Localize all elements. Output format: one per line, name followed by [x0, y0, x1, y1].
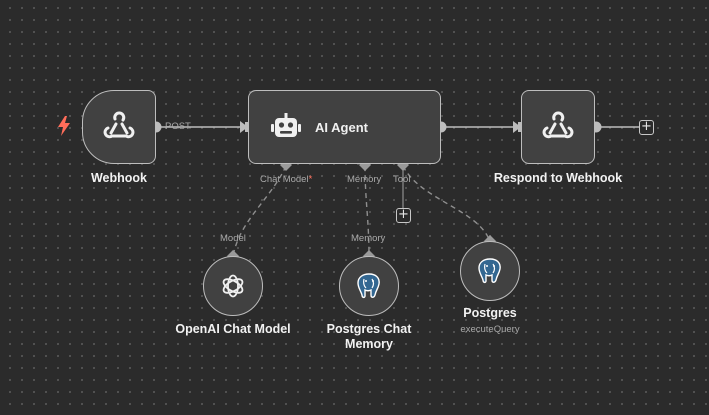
model-port-label: Model: [220, 233, 246, 244]
robot-icon: [271, 113, 301, 137]
postgres-icon: [357, 273, 380, 299]
openai-chat-model-node[interactable]: [203, 256, 263, 316]
post-connection-label: POST: [165, 121, 191, 132]
chat-model-port-label: Chat Model*: [260, 174, 313, 185]
ai-agent-node[interactable]: AI Agent: [248, 90, 441, 164]
webhook-icon: [542, 111, 574, 139]
webhook-node-label: Webhook: [90, 171, 148, 185]
ai-agent-title: AI Agent: [315, 119, 368, 135]
agent-input-handle: [245, 122, 249, 132]
webhook-icon: [103, 111, 135, 139]
memory-input-label: Memory: [351, 233, 386, 244]
memory-port-label: Memory: [347, 174, 382, 185]
postgres-icon: [478, 258, 501, 284]
respond-input-handle: [518, 122, 522, 132]
trigger-bolt-icon: [58, 116, 70, 136]
openai-node-label: OpenAI Chat Model: [175, 322, 291, 336]
agent-input-arrow: [240, 121, 248, 133]
respond-to-webhook-node[interactable]: [521, 90, 595, 164]
add-node-button[interactable]: +: [639, 120, 654, 135]
connection-memory: [364, 165, 370, 257]
postgres-chat-memory-node[interactable]: [339, 256, 399, 316]
webhook-node[interactable]: [82, 90, 156, 164]
postgres-node-label: Postgres: [463, 306, 517, 320]
respond-node-label: Respond to Webhook: [493, 171, 623, 185]
postgres-tool-node[interactable]: [460, 241, 520, 301]
postgres-node-subtitle: executeQuery: [460, 324, 520, 335]
openai-icon: [222, 274, 244, 298]
respond-input-arrow: [513, 121, 521, 133]
connection-tool: [402, 165, 491, 243]
add-tool-button[interactable]: +: [396, 208, 411, 223]
tool-port-label: Tool: [393, 174, 411, 185]
connection-chat-model: [232, 165, 287, 257]
